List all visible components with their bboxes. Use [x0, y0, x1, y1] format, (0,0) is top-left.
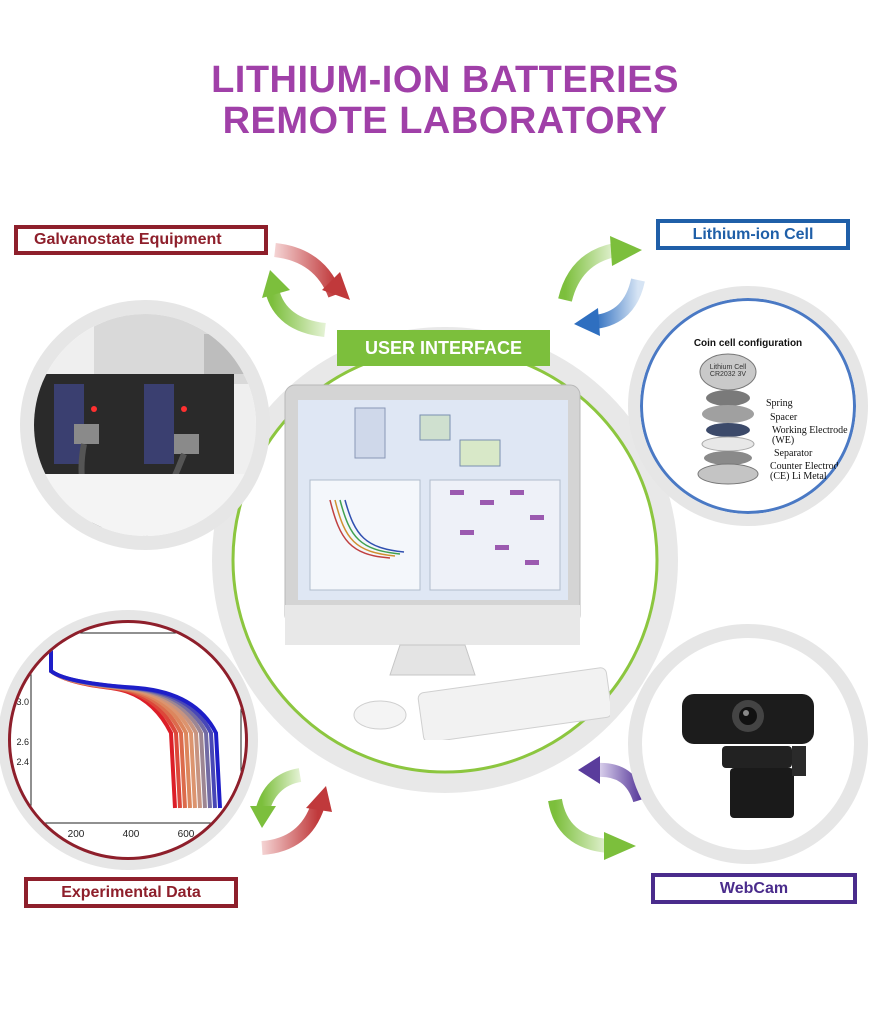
part-working-electrode: Working Electrode (WE) — [772, 425, 848, 446]
coin-cell-heading: Coin cell configuration — [693, 338, 803, 349]
webcam-icon — [682, 694, 814, 818]
green-arrow-icon — [262, 270, 326, 337]
y-tick-label: 2.4 — [16, 757, 29, 767]
red-arrow-icon — [274, 243, 350, 300]
coin-cell-diagram: Coin cell configuration Lithium Cell CR2… — [628, 286, 868, 526]
green-arrow-icon — [558, 236, 642, 302]
galvanostate-label: Galvanostate Equipment — [14, 225, 268, 255]
galvanostat-device-icon — [34, 314, 256, 536]
part-spacer: Spacer — [770, 412, 798, 423]
x-tick-label: 600 — [178, 829, 195, 840]
coin-cell-stack-icon — [697, 353, 759, 485]
part-spring: Spring — [766, 398, 793, 409]
galvanostate-photo — [20, 300, 270, 550]
webcam-photo — [628, 624, 868, 864]
experimental-data-label: Experimental Data — [24, 877, 238, 908]
webcam-label: WebCam — [651, 873, 857, 904]
green-arrow-icon — [250, 768, 302, 828]
red-arrow-icon — [261, 786, 332, 855]
part-separator: Separator — [774, 448, 813, 459]
lithium-cell-label: Lithium-ion Cell — [656, 219, 850, 250]
discharge-curves-chart: 200 400 600 3.0 2.6 2.4 — [16, 632, 242, 840]
green-arrow-icon — [548, 798, 636, 860]
purple-arrow-icon — [578, 756, 647, 803]
title-line-1: LITHIUM-ION BATTERIES — [211, 59, 679, 101]
part-counter-electrode: Counter Electrode (CE) Li Metal — [770, 461, 844, 482]
y-tick-label: 3.0 — [16, 697, 29, 707]
x-tick-label: 400 — [123, 829, 140, 840]
series-line — [49, 638, 222, 809]
user-interface-banner: USER INTERFACE — [337, 330, 550, 366]
y-tick-label: 2.6 — [16, 737, 29, 747]
title-line-2: REMOTE LABORATORY — [222, 100, 668, 142]
computer-icon — [284, 384, 610, 740]
x-tick-label: 200 — [68, 829, 85, 840]
blue-arrow-icon — [574, 278, 645, 336]
experimental-data-chart: 200 400 600 3.0 2.6 2.4 — [8, 620, 248, 860]
coin-cell-battery-text: Lithium Cell CR2032 3V — [709, 364, 747, 378]
